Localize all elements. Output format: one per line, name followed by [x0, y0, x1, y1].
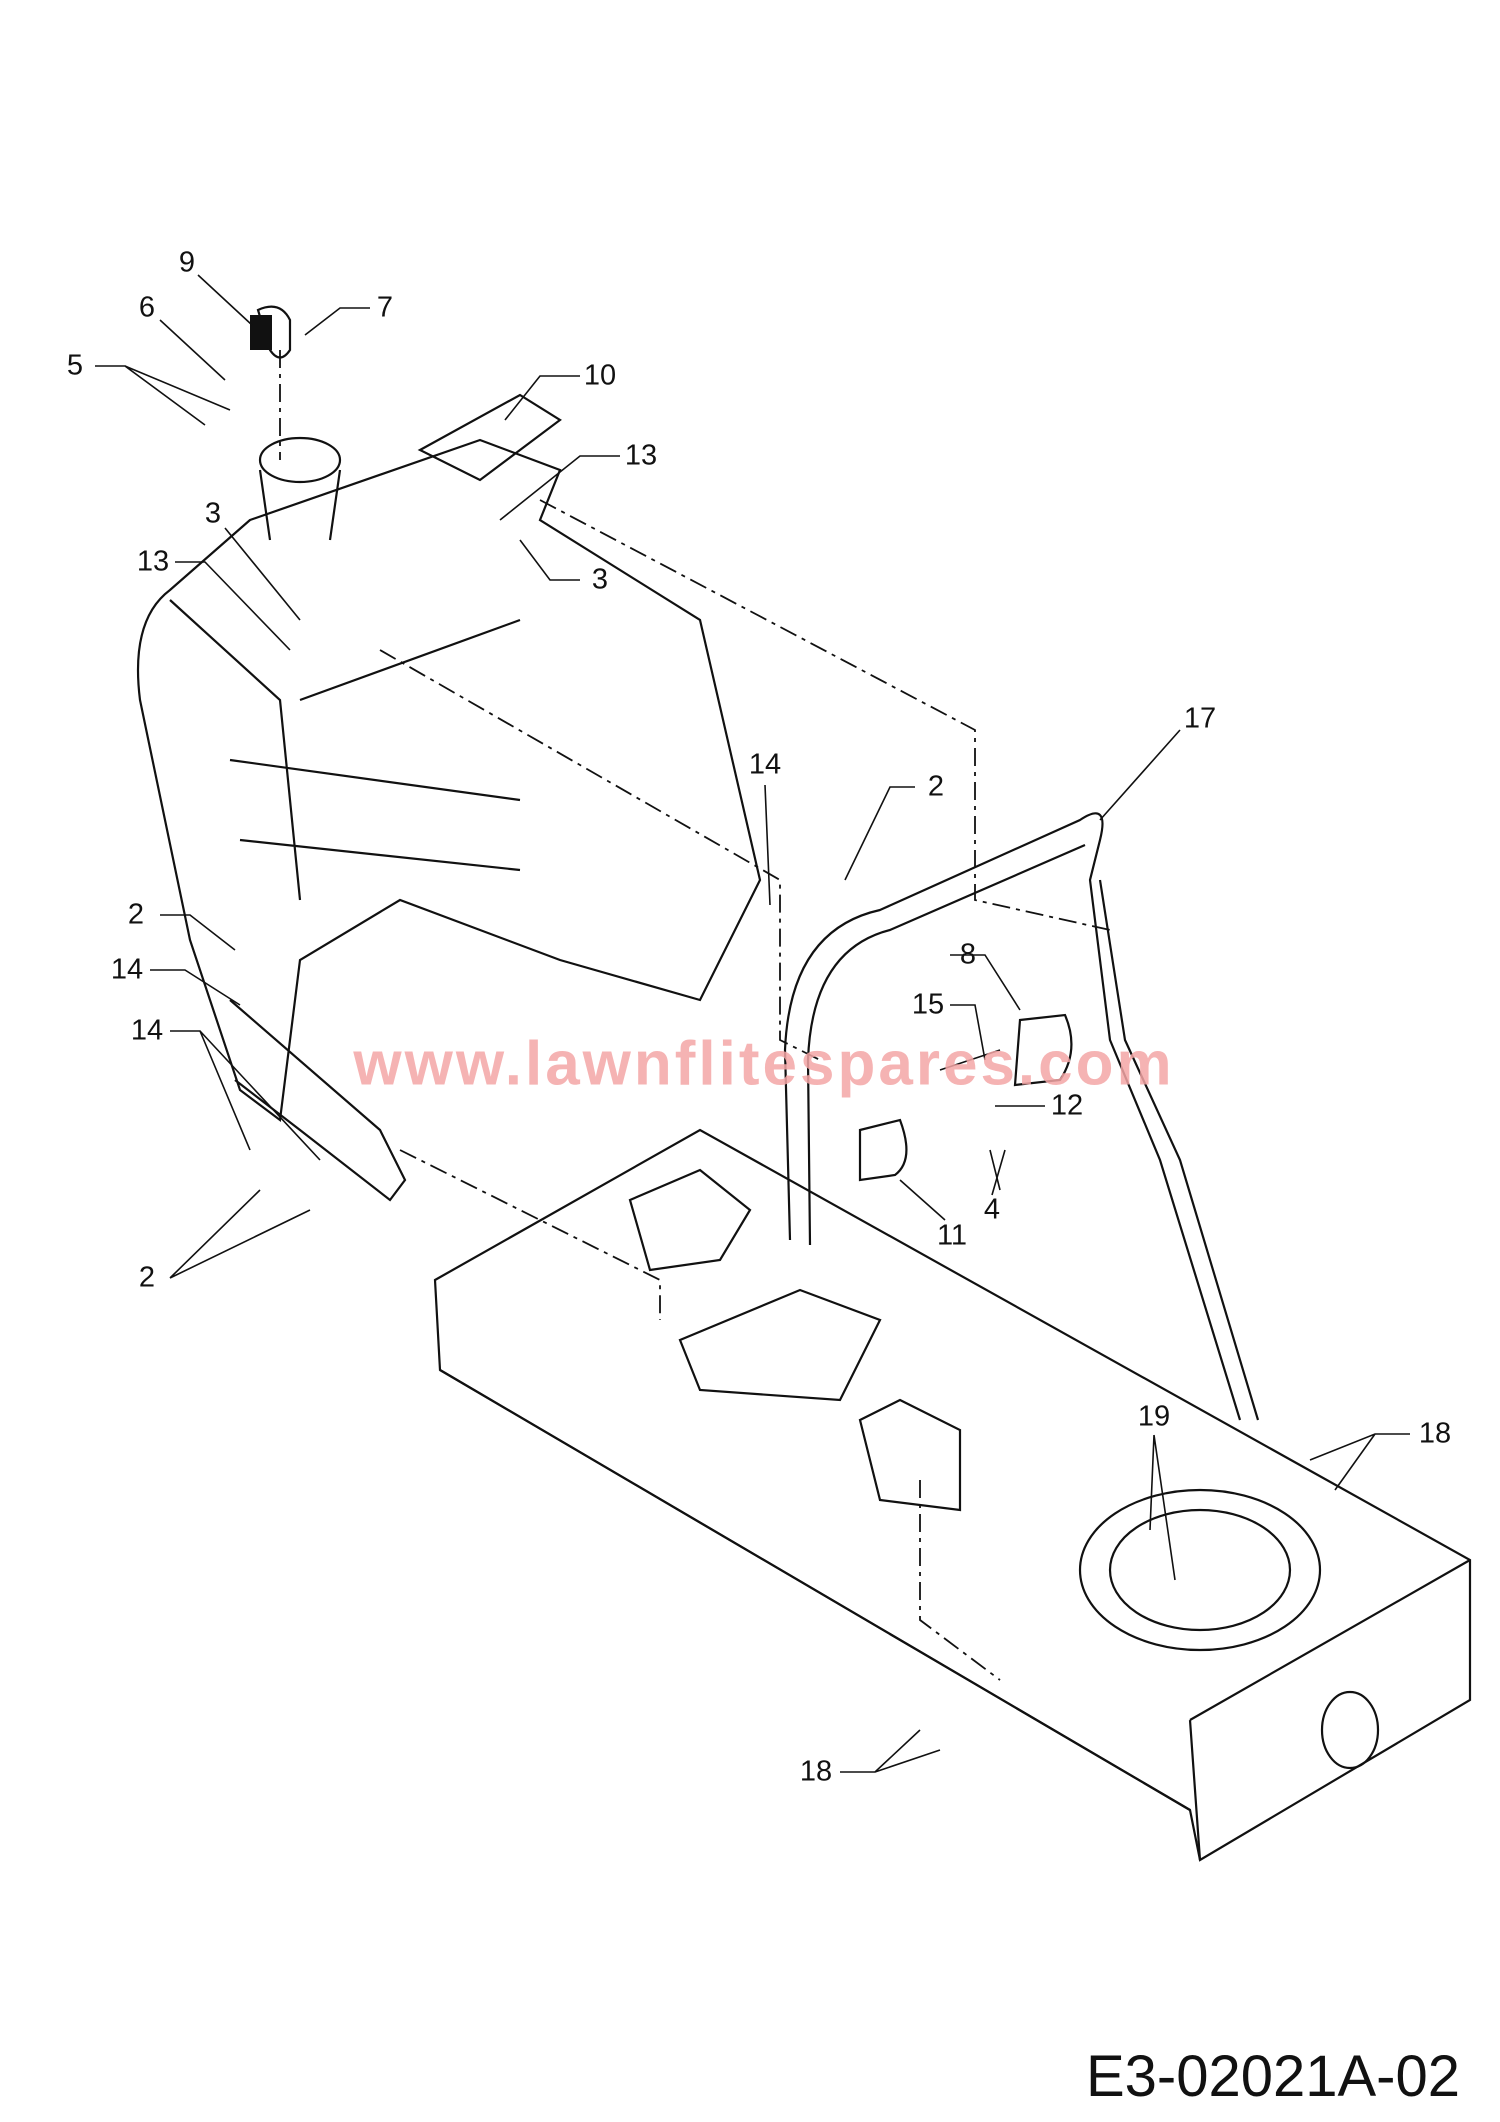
callout-4: 4 [983, 1193, 1001, 1226]
callout-14: 14 [110, 953, 144, 986]
callout-7: 7 [376, 291, 394, 324]
watermark: www.lawnflitespares.com [353, 1029, 1175, 1099]
callout-3: 3 [204, 497, 222, 530]
callout-2: 2 [127, 898, 145, 931]
callout-5: 5 [66, 349, 84, 382]
drawing-code: E3-02021A-02 [1085, 2044, 1460, 2109]
callout-18: 18 [1418, 1417, 1452, 1450]
callout-2: 2 [927, 770, 945, 803]
callout-2: 2 [138, 1261, 156, 1294]
callout-12: 12 [1050, 1089, 1084, 1122]
callout-10: 10 [583, 359, 617, 392]
callout-14: 14 [748, 748, 782, 781]
leader-lines [95, 274, 1410, 1773]
callout-19: 19 [1137, 1400, 1171, 1433]
callout-11: 11 [936, 1219, 968, 1252]
callout-14: 14 [130, 1014, 164, 1047]
chassis-frame [433, 1128, 1472, 1862]
callout-9: 9 [178, 246, 196, 279]
dash-panel [136, 393, 762, 1202]
callout-17: 17 [1183, 702, 1217, 735]
callout-3: 3 [591, 563, 609, 596]
handle-bar [783, 812, 1260, 1421]
callout-6: 6 [138, 291, 156, 324]
callout-13: 13 [136, 545, 170, 578]
assembly-lines [279, 350, 1111, 1681]
choke-knob [250, 305, 292, 359]
callout-13: 13 [624, 439, 658, 472]
callout-8: 8 [959, 938, 977, 971]
callout-18: 18 [799, 1755, 833, 1788]
callout-15: 15 [911, 988, 945, 1021]
brackets [858, 1013, 1073, 1191]
